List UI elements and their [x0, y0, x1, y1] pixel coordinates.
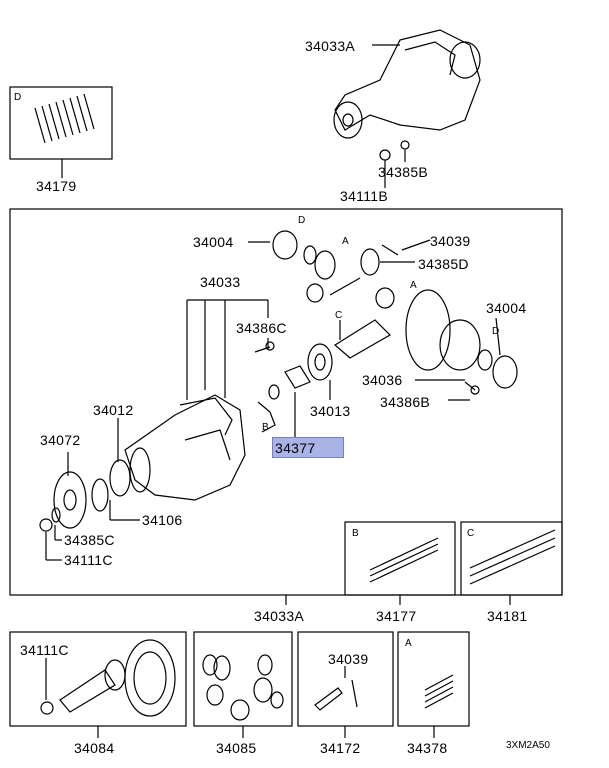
marker-d-right: D — [492, 326, 500, 337]
ring-gear — [405, 289, 451, 371]
part-label-34033[interactable]: 34033 — [200, 274, 241, 290]
diff-case — [439, 319, 481, 371]
part-label-34039[interactable]: 34039 — [430, 233, 471, 249]
part-label-34179[interactable]: 34179 — [36, 178, 77, 194]
part-label-34177[interactable]: 34177 — [376, 608, 417, 624]
part-label-34385D[interactable]: 34385D — [418, 256, 469, 272]
part-label-34012[interactable]: 34012 — [93, 402, 134, 418]
part-label-34385B[interactable]: 34385B — [378, 164, 429, 180]
spacer-34377 — [284, 365, 311, 389]
part-label-34039-kit[interactable]: 34039 — [328, 651, 369, 667]
part-label-34111C-main[interactable]: 34111C — [64, 552, 113, 568]
box-d-marker: D — [14, 92, 22, 103]
part-label-34377[interactable]: 34377 — [275, 440, 316, 456]
part-label-34072[interactable]: 34072 — [40, 432, 81, 448]
part-label-34085[interactable]: 34085 — [216, 740, 257, 756]
part-label-34385C[interactable]: 34385C — [64, 532, 115, 548]
spring-c — [469, 529, 556, 585]
part-label-34036[interactable]: 34036 — [362, 372, 403, 388]
part-label-34033A-top[interactable]: 34033A — [305, 38, 356, 54]
spring-box-d — [9, 86, 113, 160]
marker-b-mid: B — [262, 422, 269, 433]
part-label-34004-left[interactable]: 34004 — [193, 234, 234, 250]
bearing-34013 — [307, 343, 333, 381]
box-b-marker: B — [352, 528, 359, 539]
companion-flange — [53, 471, 87, 529]
part-label-34084[interactable]: 34084 — [74, 740, 115, 756]
main-carrier-housing — [124, 394, 246, 501]
part-label-34106[interactable]: 34106 — [142, 512, 183, 528]
kit-box-34085 — [193, 631, 293, 727]
marker-c-mid: C — [335, 310, 343, 321]
spring-box-c — [460, 521, 563, 596]
part-label-34181[interactable]: 34181 — [487, 608, 528, 624]
part-label-34386C[interactable]: 34386C — [236, 320, 287, 336]
drive-pinion — [333, 319, 391, 359]
box-c-marker: C — [467, 528, 475, 539]
part-label-34013[interactable]: 34013 — [310, 403, 351, 419]
part-label-34033A-bottom[interactable]: 34033A — [254, 608, 305, 624]
part-label-34111B[interactable]: 34111B — [340, 188, 388, 204]
part-label-34004-right[interactable]: 34004 — [486, 300, 527, 316]
box-a-marker: A — [405, 638, 412, 649]
selected-part-highlight — [272, 437, 344, 458]
marker-a-mid: A — [342, 236, 349, 247]
marker-a-right: A — [410, 280, 417, 291]
top-differential-carrier — [333, 29, 481, 161]
marker-d-mid: D — [298, 215, 306, 226]
part-label-34172[interactable]: 34172 — [320, 740, 361, 756]
kit-box-34172 — [297, 631, 394, 727]
part-label-34378[interactable]: 34378 — [407, 740, 448, 756]
spring-d — [34, 93, 95, 144]
part-label-34386B[interactable]: 34386B — [380, 394, 431, 410]
spring-box-b — [344, 521, 456, 596]
part-label-34111C-kit[interactable]: 34111C — [20, 642, 69, 658]
spring-b — [369, 537, 439, 583]
diagram-code: 3XM2A50 — [506, 740, 550, 751]
